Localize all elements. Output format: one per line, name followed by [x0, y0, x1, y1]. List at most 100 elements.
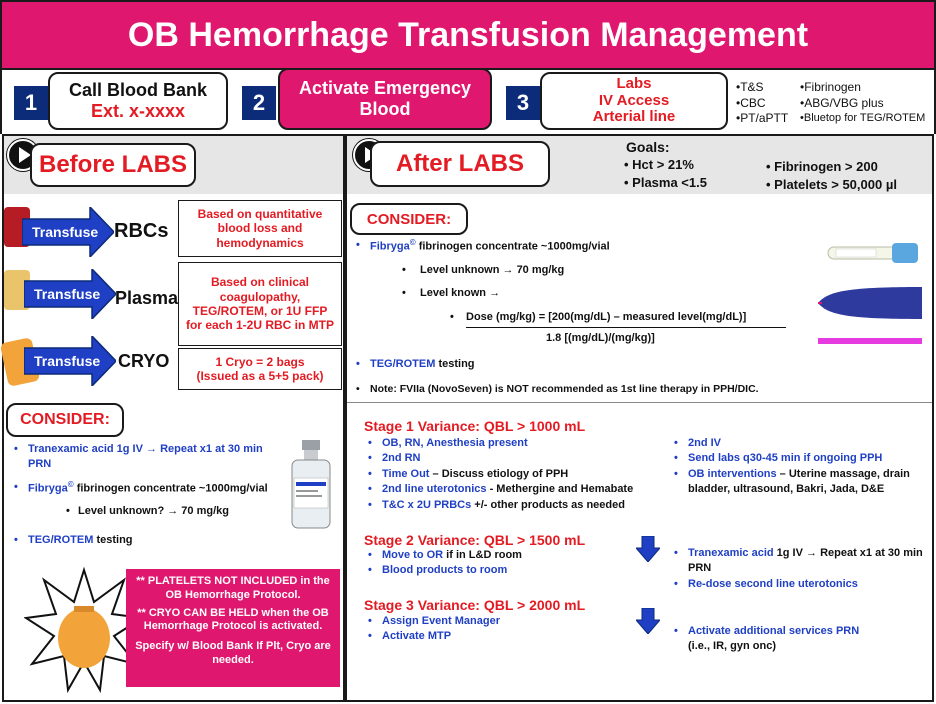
txa-drug: Tranexamic acid: [28, 443, 114, 455]
fibryga-mark: ©: [67, 479, 74, 489]
bullet: •: [368, 437, 372, 449]
dose-formula: • Dose (mg/kg) = [200(mg/dL) – measured …: [354, 310, 824, 346]
stage1-item: • OB, RN, Anesthesia present: [366, 436, 666, 451]
rbc-note: Based on quantitative blood loss and hem…: [178, 200, 342, 257]
goal-item: • Plasma <1.5: [624, 174, 707, 190]
stage1-text-rest: - Methergine and Hemabate: [486, 483, 634, 496]
note-specify: Specify w/ Blood Bank If Plt, Cryo are n…: [135, 640, 331, 666]
labs-col-2: •Fibrinogen •ABG/VBG plus •Bluetop for T…: [800, 80, 925, 125]
teg-item: • TEG/ROTEM testing: [12, 533, 282, 548]
before-labs-heading: Before LABS: [30, 143, 196, 187]
level-unknown-item: • Level unknown → 70 mg/kg: [354, 263, 824, 277]
teg-item: • TEG/ROTEM testing: [354, 357, 824, 371]
starburst-icon: [23, 566, 145, 694]
stage-3-right-list: •Activate additional services PRN (i.e.,…: [672, 624, 924, 655]
transfuse-label: Transfuse: [34, 353, 101, 369]
goals-col-2: • Fibrinogen > 200 • Platelets > 50,000 …: [766, 158, 897, 193]
after-consider-label: CONSIDER:: [350, 203, 468, 235]
stage2-right-item: •Tranexamic acid 1g IV → Repeat x1 at 30…: [672, 546, 924, 577]
goals-col-1: • Hct > 21% • Plasma <1.5: [624, 156, 707, 191]
stage-2-title: Stage 2 Variance: QBL > 1500 mL: [364, 532, 586, 548]
stage1-right-item: • 2nd IV: [672, 436, 924, 451]
stage2-right-drug: Tranexamic acid: [688, 547, 774, 559]
step-1-number: 1: [14, 86, 48, 120]
before-consider-list: • Tranexamic acid 1g IV → Repeat x1 at 3…: [12, 442, 282, 548]
stage2-item: •Move to OR if in L&D room: [366, 548, 646, 563]
lab-item: •ABG/VBG plus: [800, 95, 884, 110]
lab-item: •Bluetop for TEG/ROTEM: [800, 112, 926, 125]
stage1-text-rest: +/- other products as needed: [471, 498, 625, 511]
blue-top-tube-icon: [826, 240, 920, 266]
stage-2-right-list: •Tranexamic acid 1g IV → Repeat x1 at 30…: [672, 546, 924, 592]
stage2-right-rest: 1g IV → Repeat x1 at 30 min PRN: [688, 547, 923, 575]
transfuse-label: Transfuse: [34, 286, 101, 302]
stage-3-left-list: •Assign Event Manager •Activate MTP: [366, 614, 646, 645]
lab-item: •CBC: [736, 95, 766, 110]
step-1-line2: Ext. x-xxxx: [90, 101, 186, 121]
stage1-right-text: OB interventions: [688, 467, 777, 480]
stage1-text: Time Out: [382, 467, 430, 480]
bullet: •: [674, 625, 678, 637]
level-known-item: • Level known →: [354, 286, 824, 300]
bullet: •: [368, 564, 372, 577]
bullet: •: [674, 437, 678, 449]
teg-line-icon: [818, 338, 922, 344]
stage-1-left-list: • OB, RN, Anesthesia present • 2nd RN • Tim…: [366, 436, 666, 513]
stage1-right-text: 2nd IV: [688, 437, 722, 449]
stage3-right-item: • Activate additional services PRN: [672, 624, 924, 639]
teg-label: TEG/ROTEM: [370, 358, 436, 371]
dose-numerator: Dose (mg/kg) = [200(mg/dL) – measured le…: [466, 310, 787, 328]
step-1-line1: Call Blood Bank: [68, 80, 207, 100]
goal-item: • Platelets > 50,000 µl: [766, 176, 897, 192]
fibryga-desc: fibrinogen concentrate ~1000mg/vial: [415, 240, 610, 253]
teg-desc: testing: [93, 534, 133, 547]
lab-item: •PT/aPTT: [736, 111, 789, 126]
fibryga-desc: fibrinogen concentrate ~1000mg/vial: [73, 482, 268, 495]
down-arrow-icon: [634, 607, 662, 635]
transfuse-arrow-cryo: [23, 334, 118, 388]
stage2-text-rest: if in L&D room: [443, 549, 522, 561]
bullet: •: [368, 630, 372, 643]
fibryga-item: • Fibryga© fibrinogen concentrate ~1000m…: [354, 238, 824, 254]
transfuse-label: Transfuse: [32, 224, 99, 240]
level-unknown-text: Level unknown → 70 mg/kg: [420, 263, 565, 276]
fibryga-drug: Fibryga: [28, 482, 68, 495]
level-known-text: Level known →: [420, 287, 501, 300]
stage3-right-text: Activate additional services PRN: [688, 625, 860, 637]
step-2-box: Activate Emergency Blood: [278, 68, 492, 130]
goal-item: • Fibrinogen > 200: [766, 159, 878, 174]
bullet: •: [368, 483, 372, 496]
cryo-note-line1: 1 Cryo = 2 bags: [215, 354, 305, 369]
stage1-item: •T&C x 2U PRBCs +/- other products as ne…: [366, 498, 666, 513]
bullet: •: [368, 498, 372, 511]
stage2-right-item: •Re-dose second line uterotonics: [672, 577, 924, 592]
stage2-right-text: Re-dose second line uterotonics: [688, 577, 858, 590]
bullet: •: [402, 263, 406, 276]
bullet: •: [368, 549, 372, 561]
stage1-right-item: • OB interventions – Uterine massage, dra…: [672, 467, 924, 498]
cryo-note-line2: (Issued as a 5+5 pack): [196, 369, 324, 383]
cryo-note: 1 Cryo = 2 bags (Issued as a 5+5 pack): [178, 348, 342, 390]
bullet: •: [66, 505, 70, 518]
stage1-item: •2nd line uterotonics - Methergine and H…: [366, 482, 666, 497]
step-3-number: 3: [506, 86, 540, 120]
level-unknown-item: • Level unknown? → 70 mg/kg: [12, 504, 282, 519]
step-2-number: 2: [242, 86, 276, 120]
note-cryo: ** CRYO CAN BE HELD when the OB Hemorrha…: [137, 606, 329, 633]
bullet: •: [674, 467, 678, 480]
step-2-line1: Activate Emergency: [298, 78, 472, 98]
after-labs-heading: After LABS: [370, 141, 550, 187]
bullet: •: [368, 452, 372, 465]
bullet: •: [402, 287, 406, 300]
stage1-right-item: •Send labs q30-45 min if ongoing PPH: [672, 451, 924, 466]
stages-divider: [347, 402, 932, 403]
stage3-item: • Activate MTP: [366, 629, 646, 644]
after-consider-list: • Fibryga© fibrinogen concentrate ~1000m…: [354, 238, 824, 397]
stage1-text: 2nd RN: [382, 452, 421, 465]
stage1-text: OB, RN, Anesthesia present: [382, 437, 528, 449]
goals-label: Goals:: [626, 139, 670, 155]
goal-item: • Hct > 21%: [624, 157, 694, 172]
txa-item: • Tranexamic acid 1g IV → Repeat x1 at 3…: [12, 442, 282, 472]
stage3-text: Activate MTP: [382, 630, 452, 643]
stage1-right-rest: – Uterine massage, drain bladder, ultras…: [688, 467, 910, 496]
